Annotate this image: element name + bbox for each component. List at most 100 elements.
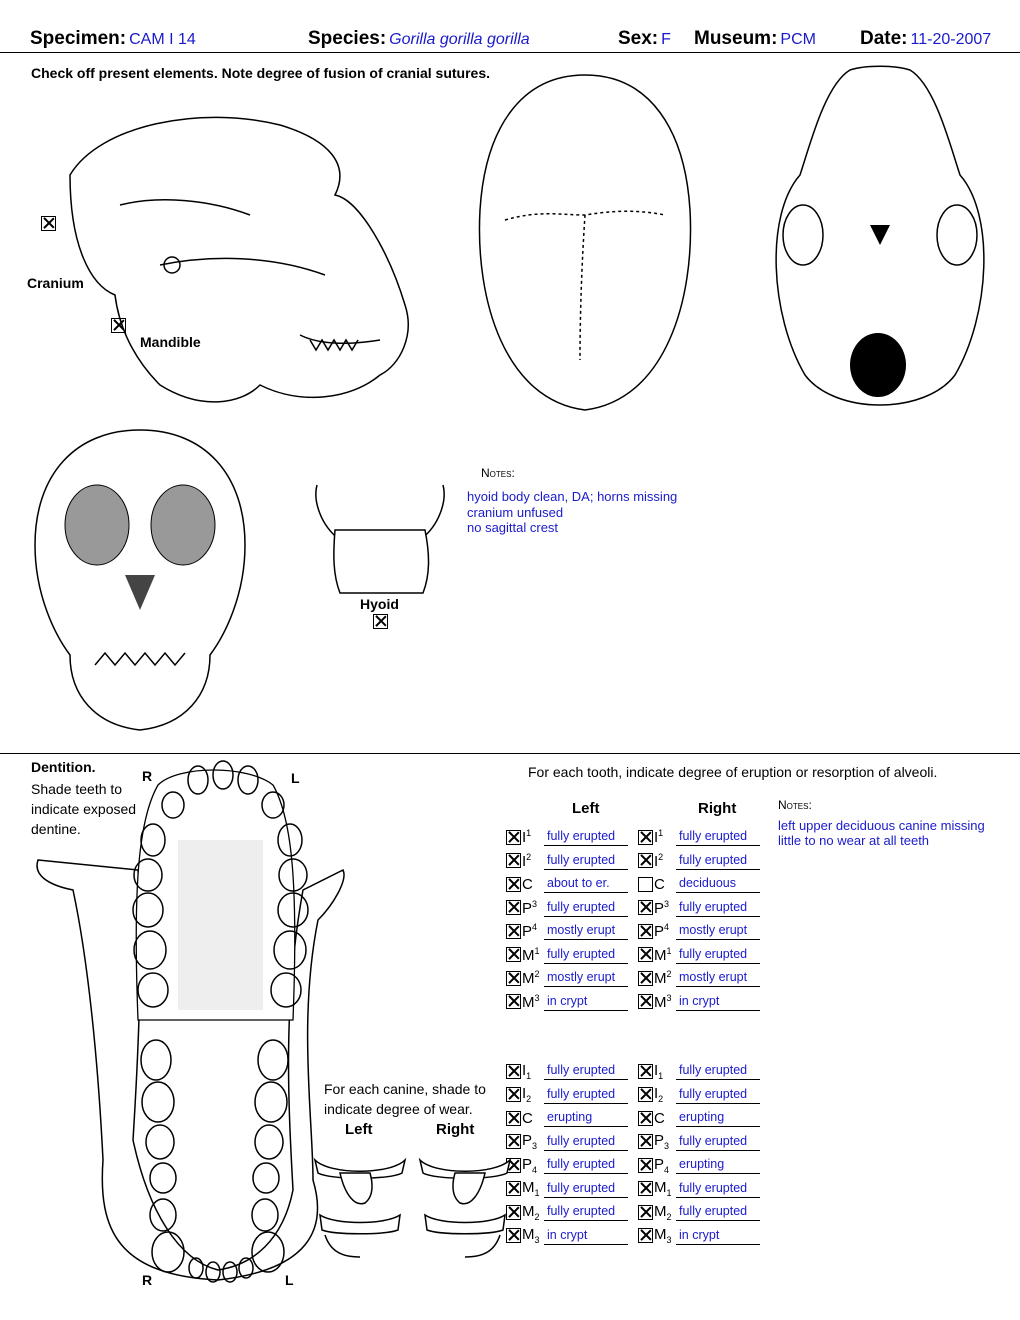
cranium-checkbox[interactable] — [41, 216, 56, 231]
tooth-eruption-field[interactable]: erupting — [676, 1109, 760, 1127]
tooth-checkbox[interactable] — [638, 947, 653, 962]
tooth-eruption-field[interactable]: mostly erupt — [676, 922, 760, 940]
tooth-checkbox[interactable] — [638, 994, 653, 1009]
tooth-name: M1 — [522, 1179, 544, 1198]
species-value[interactable]: Gorilla gorilla gorilla — [389, 31, 530, 48]
tooth-base: C — [654, 875, 665, 893]
cranial-note-3: no sagittal crest — [467, 520, 559, 535]
tooth-eruption-field[interactable]: in crypt — [544, 1227, 628, 1245]
tooth-eruption-field[interactable]: fully erupted — [544, 1203, 628, 1221]
tooth-eruption-field[interactable]: fully erupted — [676, 1062, 760, 1080]
tooth-checkbox[interactable] — [638, 1228, 653, 1243]
tooth-base: I — [654, 1061, 659, 1079]
tooth-eruption-field[interactable]: fully erupted — [544, 828, 628, 846]
tooth-eruption-field[interactable]: fully erupted — [544, 1133, 628, 1151]
tooth-checkbox[interactable] — [638, 1204, 653, 1220]
tooth-eruption-field[interactable]: fully erupted — [544, 899, 628, 917]
tooth-checkbox[interactable] — [638, 900, 653, 915]
tooth-checkbox[interactable] — [638, 1063, 653, 1079]
tooth-checkbox[interactable] — [506, 900, 521, 915]
tooth-checkbox[interactable] — [638, 1110, 653, 1126]
tooth-checkbox[interactable] — [506, 1181, 521, 1196]
tooth-checkbox[interactable] — [506, 876, 521, 892]
tooth-eruption-field[interactable]: fully erupted — [676, 1133, 760, 1151]
tooth-eruption-field[interactable]: fully erupted — [676, 1086, 760, 1104]
tooth-checkbox[interactable] — [506, 994, 521, 1009]
tooth-name: P4 — [522, 922, 544, 940]
tooth-name: P3 — [654, 1132, 676, 1151]
tooth-checkbox[interactable] — [506, 1204, 521, 1220]
tooth-checkbox[interactable] — [506, 829, 521, 845]
tooth-eruption-field[interactable]: fully erupted — [676, 852, 760, 870]
tooth-checkbox[interactable] — [638, 970, 653, 986]
tooth-eruption-field[interactable]: fully erupted — [544, 946, 628, 964]
sex-value[interactable]: F — [661, 31, 671, 48]
tooth-eruption-field[interactable]: fully erupted — [676, 899, 760, 917]
tooth-eruption-field[interactable]: fully erupted — [676, 946, 760, 964]
tooth-eruption-field[interactable]: erupting — [676, 1156, 760, 1174]
cranial-notes[interactable]: hyoid body clean, DA; horns missing cran… — [467, 489, 677, 536]
tooth-eruption-field[interactable]: fully erupted — [544, 1086, 628, 1104]
tooth-base: I — [654, 1085, 659, 1102]
tooth-index: 4 — [532, 1164, 538, 1175]
tooth-checkbox[interactable] — [638, 829, 653, 845]
mandible-checkbox[interactable] — [111, 318, 126, 333]
tooth-index: 4 — [664, 1164, 670, 1175]
tooth-eruption-field[interactable]: fully erupted — [676, 1203, 760, 1221]
date-value[interactable]: 11-20-2007 — [910, 31, 992, 48]
tooth-eruption-field[interactable]: fully erupted — [544, 852, 628, 870]
tooth-checkbox[interactable] — [638, 923, 653, 939]
tooth-checkbox[interactable] — [638, 876, 653, 892]
cranial-note-2: cranium unfused — [467, 504, 564, 520]
tooth-base: P — [522, 923, 533, 940]
tooth-checkbox[interactable] — [506, 853, 521, 868]
museum-label: Museum: — [694, 28, 778, 49]
tooth-checkbox[interactable] — [506, 1228, 521, 1243]
tooth-eruption-field[interactable]: in crypt — [544, 993, 628, 1011]
tooth-name: P4 — [654, 922, 676, 940]
tooth-checkbox[interactable] — [638, 1157, 653, 1173]
tooth-eruption-field[interactable]: mostly erupt — [544, 922, 628, 940]
date-field: Date:11-20-2007 — [860, 28, 991, 50]
tooth-eruption-field[interactable]: fully erupted — [544, 1156, 628, 1174]
tooth-checkbox[interactable] — [638, 1181, 653, 1196]
tooth-index: 1 — [666, 1188, 672, 1198]
cranium-label: Cranium — [27, 275, 84, 291]
tooth-eruption-field[interactable]: fully erupted — [544, 1180, 628, 1198]
dentition-notes[interactable]: left upper deciduous canine missing litt… — [778, 818, 985, 848]
tooth-eruption-field[interactable]: fully erupted — [544, 1062, 628, 1080]
tooth-eruption-field[interactable]: erupting — [544, 1109, 628, 1127]
tooth-checkbox[interactable] — [506, 947, 521, 962]
dentition-note-1: left upper deciduous canine missing — [778, 818, 985, 833]
tooth-checkbox[interactable] — [638, 1134, 653, 1149]
tooth-base: C — [654, 1109, 665, 1127]
specimen-value[interactable]: CAM I 14 — [129, 31, 196, 48]
tooth-checkbox[interactable] — [506, 1087, 521, 1102]
tooth-checkbox[interactable] — [506, 1110, 521, 1126]
tooth-eruption-field[interactable]: in crypt — [676, 993, 760, 1011]
museum-value[interactable]: PCM — [780, 31, 816, 48]
tooth-checkbox[interactable] — [506, 1134, 521, 1149]
canine-left-drawing[interactable] — [310, 1145, 410, 1260]
specimen-field: Specimen:CAM I 14 — [30, 28, 196, 50]
tooth-eruption-field[interactable]: in crypt — [676, 1227, 760, 1245]
hyoid-checkbox[interactable] — [373, 614, 388, 629]
canine-right-drawing[interactable] — [415, 1145, 515, 1260]
canine-instruction-line-1: For each canine, shade to — [324, 1081, 486, 1097]
tooth-eruption-field[interactable]: fully erupted — [676, 1180, 760, 1198]
tooth-eruption-field[interactable]: about to er. — [544, 875, 628, 893]
tooth-checkbox[interactable] — [506, 970, 521, 986]
header-rule — [0, 52, 1020, 53]
tooth-eruption-field[interactable]: mostly erupt — [676, 969, 760, 987]
tooth-checkbox[interactable] — [638, 853, 653, 868]
superior-skull-drawing — [478, 74, 692, 411]
tooth-checkbox[interactable] — [638, 1087, 653, 1102]
tooth-checkbox[interactable] — [506, 1063, 521, 1079]
dentition-title: Dentition. — [31, 759, 96, 775]
tooth-checkbox[interactable] — [506, 923, 521, 939]
tooth-eruption-field[interactable]: deciduous — [676, 875, 760, 893]
tooth-eruption-field[interactable]: mostly erupt — [544, 969, 628, 987]
tooth-eruption-field[interactable]: fully erupted — [676, 828, 760, 846]
